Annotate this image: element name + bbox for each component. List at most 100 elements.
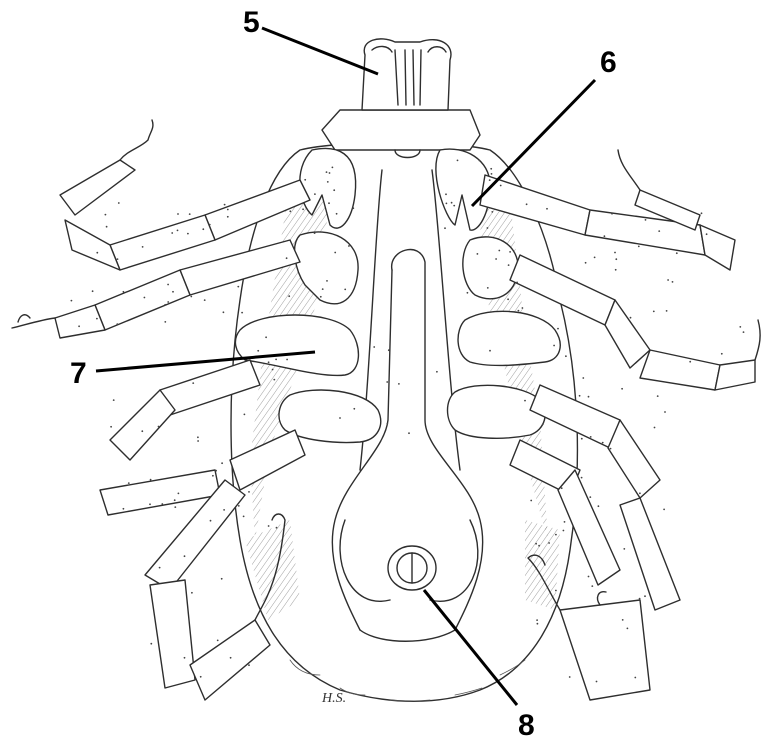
stipple-dot: [487, 227, 489, 229]
stipple-dot: [204, 299, 206, 301]
stipple-dot: [224, 204, 226, 206]
stipple-dot: [596, 681, 598, 683]
stipple-dot: [602, 442, 604, 444]
stipple-dot: [304, 179, 306, 181]
stipple-dot: [191, 592, 193, 594]
stipple-dot: [238, 505, 240, 507]
stipple-dot: [579, 395, 581, 397]
stipple-dot: [71, 300, 73, 302]
stipple-dot: [332, 167, 334, 169]
stipple-dot: [639, 492, 641, 494]
stipple-dot: [621, 388, 623, 390]
stipple-dot: [479, 160, 481, 162]
stipple-dot: [657, 395, 659, 397]
stipple-dot: [215, 470, 217, 472]
stipple-dot: [314, 193, 316, 195]
label-5-group: 5: [243, 6, 378, 74]
stipple-dot: [212, 475, 214, 477]
stipple-dot: [591, 585, 593, 587]
stipple-dot: [507, 298, 509, 300]
stipple-dot: [217, 640, 219, 642]
stipple-dot: [386, 381, 388, 383]
stipple-dot: [190, 296, 192, 298]
stipple-dot: [118, 202, 120, 204]
stipple-dot: [327, 181, 329, 183]
stipple-dot: [611, 213, 613, 215]
label-7: 7: [70, 357, 87, 390]
stipple-dot: [113, 399, 115, 401]
stipple-dot: [490, 168, 492, 170]
stipple-dot: [142, 246, 144, 248]
stipple-dot: [243, 516, 245, 518]
stipple-dot: [526, 203, 528, 205]
stipple-dot: [516, 282, 518, 284]
stipple-dot: [275, 359, 277, 361]
stipple-dot: [581, 438, 583, 440]
stipple-dot: [161, 503, 163, 505]
stipple-dot: [167, 301, 169, 303]
stipple-dot: [588, 576, 590, 578]
stipple-dot: [536, 619, 538, 621]
stipple-dot: [302, 208, 304, 210]
stipple-dot: [272, 369, 274, 371]
stipple-dot: [598, 505, 600, 507]
stipple-dot: [164, 321, 166, 323]
stipple-dot: [548, 542, 550, 544]
stipple-dot: [192, 382, 194, 384]
stipple-dot: [177, 213, 179, 215]
stipple-dot: [230, 657, 232, 659]
stipple-dot: [639, 598, 641, 600]
stipple-dot: [286, 257, 288, 259]
stipple-dot: [653, 311, 655, 313]
stipple-dot: [457, 160, 459, 162]
stipple-dot: [634, 677, 636, 679]
label-6: 6: [600, 46, 617, 79]
stipple-dot: [141, 430, 143, 432]
stipple-dot: [289, 210, 291, 212]
label-8: 8: [518, 709, 535, 742]
stipple-dot: [453, 205, 455, 207]
stipple-dot: [630, 317, 632, 319]
stipple-dot: [241, 312, 243, 314]
stipple-dot: [663, 509, 665, 511]
stipple-dot: [326, 171, 328, 173]
stipple-dot: [167, 284, 169, 286]
stipple-dot: [627, 628, 629, 630]
stipple-dot: [237, 286, 239, 288]
stipple-dot: [276, 527, 278, 529]
stipple-dot: [487, 287, 489, 289]
label-6-group: 6: [472, 46, 617, 206]
stipple-dot: [623, 548, 625, 550]
stipple-dot: [197, 440, 199, 442]
stipple-dot: [159, 567, 161, 569]
stipple-dot: [555, 590, 557, 592]
stipple-dot: [498, 250, 500, 252]
stipple-dot: [386, 423, 388, 425]
stipple-dot: [164, 304, 166, 306]
stipple-dot: [672, 281, 674, 283]
stipple-dot: [604, 235, 606, 237]
stipple-dot: [615, 258, 617, 260]
stipple-dot: [444, 227, 446, 229]
stipple-dot: [706, 233, 708, 235]
stipple-dot: [564, 521, 566, 523]
stipple-dot: [538, 545, 540, 547]
stipple-dot: [149, 503, 151, 505]
stipple-dot: [184, 555, 186, 557]
stipple-dot: [314, 232, 316, 234]
stipple-dot: [588, 396, 590, 398]
stipple-dot: [288, 295, 290, 297]
stipple-dot: [336, 213, 338, 215]
stipple-dot: [174, 506, 176, 508]
anus: [388, 546, 436, 590]
stipple-dot: [445, 193, 447, 195]
label-5: 5: [243, 6, 260, 39]
stipple-dot: [743, 331, 745, 333]
stipple-dot: [555, 534, 557, 536]
stipple-dot: [535, 543, 537, 545]
stipple-dot: [328, 202, 330, 204]
stipple-dot: [92, 290, 94, 292]
stipple-dot: [491, 173, 493, 175]
stipple-dot: [565, 355, 567, 357]
